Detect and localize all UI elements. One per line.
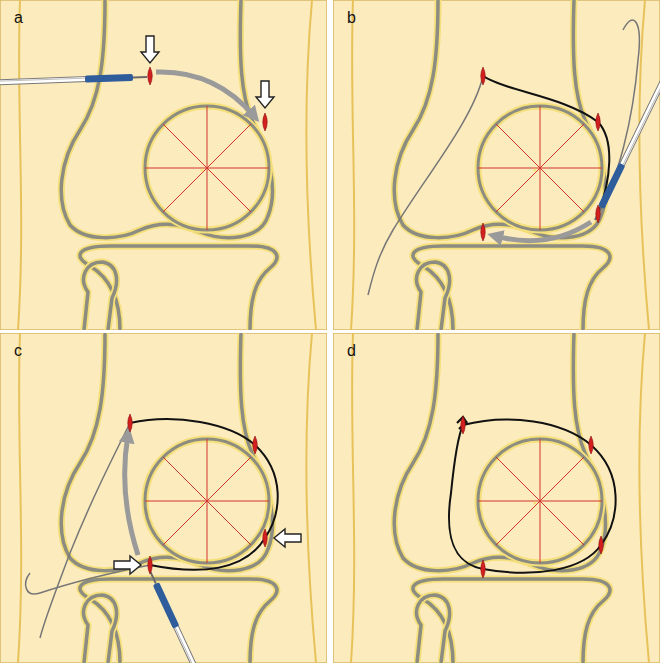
panel-b: [333, 0, 660, 330]
entry-marker: [481, 223, 486, 241]
pointer-arrow: [274, 529, 301, 547]
entry-marker: [263, 529, 268, 547]
suture-loop: [598, 20, 639, 214]
entry-marker: [596, 205, 601, 223]
direction-arrow: [156, 72, 254, 116]
entry-marker: [589, 436, 594, 454]
entry-marker: [263, 113, 268, 131]
panel-letter: c: [14, 343, 22, 359]
suture-tail: [368, 76, 483, 295]
suture: [483, 76, 609, 214]
pointer-arrow: [141, 36, 159, 63]
entry-marker: [128, 414, 133, 432]
direction-arrow: [125, 435, 138, 555]
pointer-arrow: [114, 556, 141, 574]
entry-marker: [148, 556, 153, 574]
entry-marker: [148, 67, 153, 85]
panel-a: [0, 0, 327, 330]
suture: [130, 419, 278, 570]
knee-joint: [333, 333, 660, 663]
pointer-arrow: [256, 81, 274, 108]
direction-arrow: [495, 222, 591, 241]
panel-d: [333, 333, 660, 663]
suture-needle: [147, 570, 227, 663]
knee-joint: [0, 0, 327, 330]
entry-marker: [461, 416, 466, 434]
suture-needle: [0, 74, 147, 87]
panel-letter: d: [347, 343, 356, 359]
knee-joint: [333, 0, 660, 330]
entry-marker: [481, 560, 486, 578]
entry-marker: [481, 67, 486, 85]
cerclage-suture: [449, 419, 616, 572]
suture-tail: [40, 423, 130, 638]
panel-letter: b: [347, 10, 356, 26]
entry-marker: [596, 113, 601, 131]
entry-marker: [599, 536, 604, 554]
knee-joint: [0, 333, 327, 663]
panel-c: [0, 333, 327, 663]
entry-marker: [253, 436, 258, 454]
suture-needle: [592, 61, 660, 221]
panel-letter: a: [14, 10, 23, 26]
